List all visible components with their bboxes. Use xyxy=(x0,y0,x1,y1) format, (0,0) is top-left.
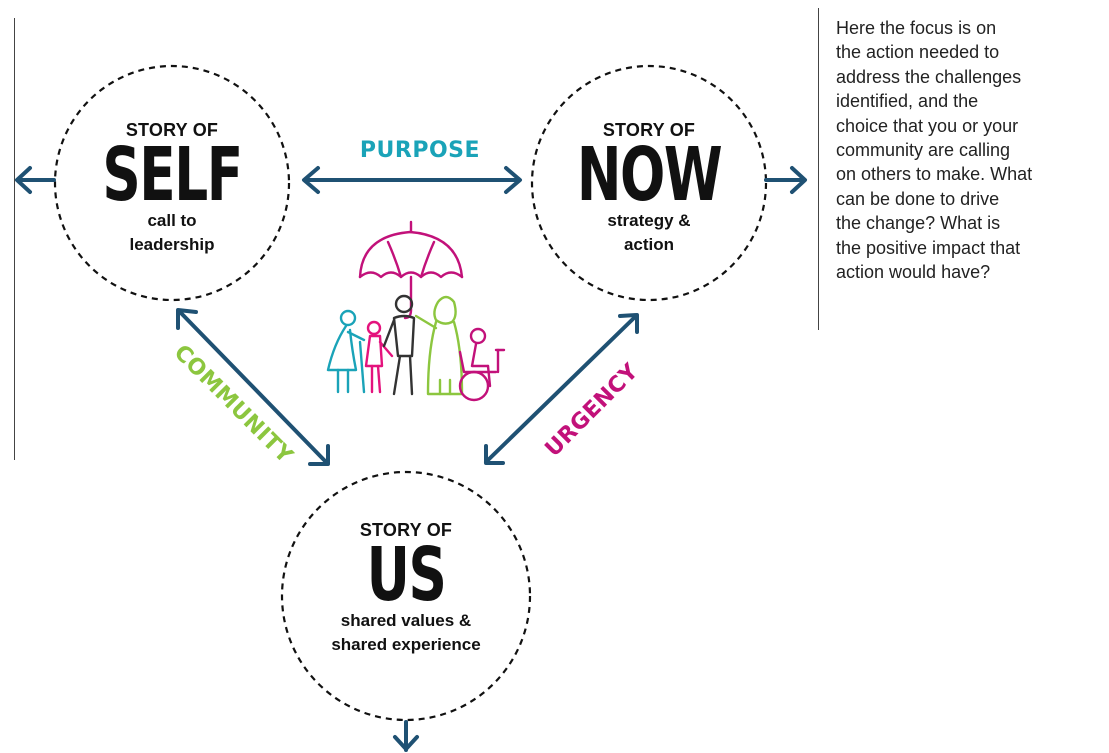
now-title: NOW xyxy=(576,132,723,218)
description-line: choice that you or your xyxy=(836,115,1019,136)
now-sub-line-1: strategy & xyxy=(607,211,691,230)
us-prefix: STORY OF xyxy=(359,520,453,540)
left-divider xyxy=(14,18,15,460)
description-line: identified, and the xyxy=(836,91,979,112)
self-title: SELF xyxy=(102,132,243,218)
right-divider xyxy=(818,8,819,330)
description-line: action would have? xyxy=(836,262,991,283)
description-line: community are calling xyxy=(836,140,1011,161)
description-line: address the challenges xyxy=(836,66,1022,87)
node-self: STORY OF SELF call to leadership xyxy=(57,120,287,257)
family-under-umbrella-icon xyxy=(326,220,506,402)
node-us: STORY OF US shared values & shared exper… xyxy=(291,520,521,657)
us-title: US xyxy=(366,532,447,618)
now-sub-line-2: action xyxy=(623,235,675,254)
description-line: on others to make. What xyxy=(836,164,1033,185)
description-line: Here the focus is on xyxy=(836,18,997,38)
circle-us xyxy=(280,470,532,722)
urgency-arrow xyxy=(484,314,638,464)
community-arrow xyxy=(178,310,328,464)
node-now: STORY OF NOW strategy & action xyxy=(534,120,764,257)
us-sub-line-2: shared experience xyxy=(331,635,481,654)
self-sub-line-1: call to xyxy=(147,211,197,230)
circle-self xyxy=(53,64,291,302)
now-prefix: STORY OF xyxy=(602,120,696,140)
description-line: the change? What is xyxy=(836,213,1001,234)
description-line: the positive impact that xyxy=(836,237,1021,258)
us-sub-line-1: shared values & xyxy=(340,611,472,630)
description-line: can be done to drive xyxy=(836,188,1000,209)
now-description: Here the focus is on the action needed t… xyxy=(836,16,1108,284)
self-sub-line-2: leadership xyxy=(129,235,215,254)
circle-now xyxy=(530,64,768,302)
self-prefix: STORY OF xyxy=(125,120,219,140)
description-line: the action needed to xyxy=(836,42,1000,63)
purpose-label: PURPOSE xyxy=(359,138,481,163)
